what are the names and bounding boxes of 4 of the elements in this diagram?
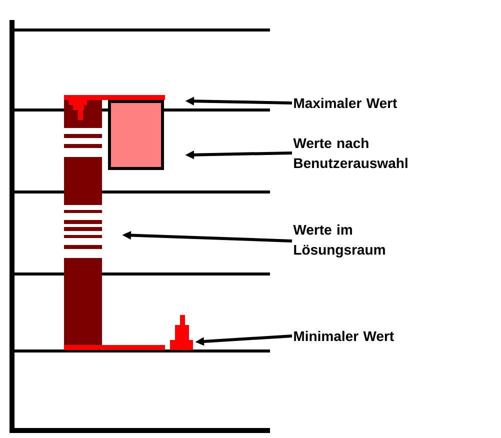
callout-label: Werte nach Benutzerauswahl: [293, 138, 408, 168]
callout-label: Maximaler Wert: [294, 98, 398, 108]
callout-label: Werte im Lösungsraum: [293, 224, 385, 258]
callout-label: Minimaler Wert: [294, 330, 394, 342]
